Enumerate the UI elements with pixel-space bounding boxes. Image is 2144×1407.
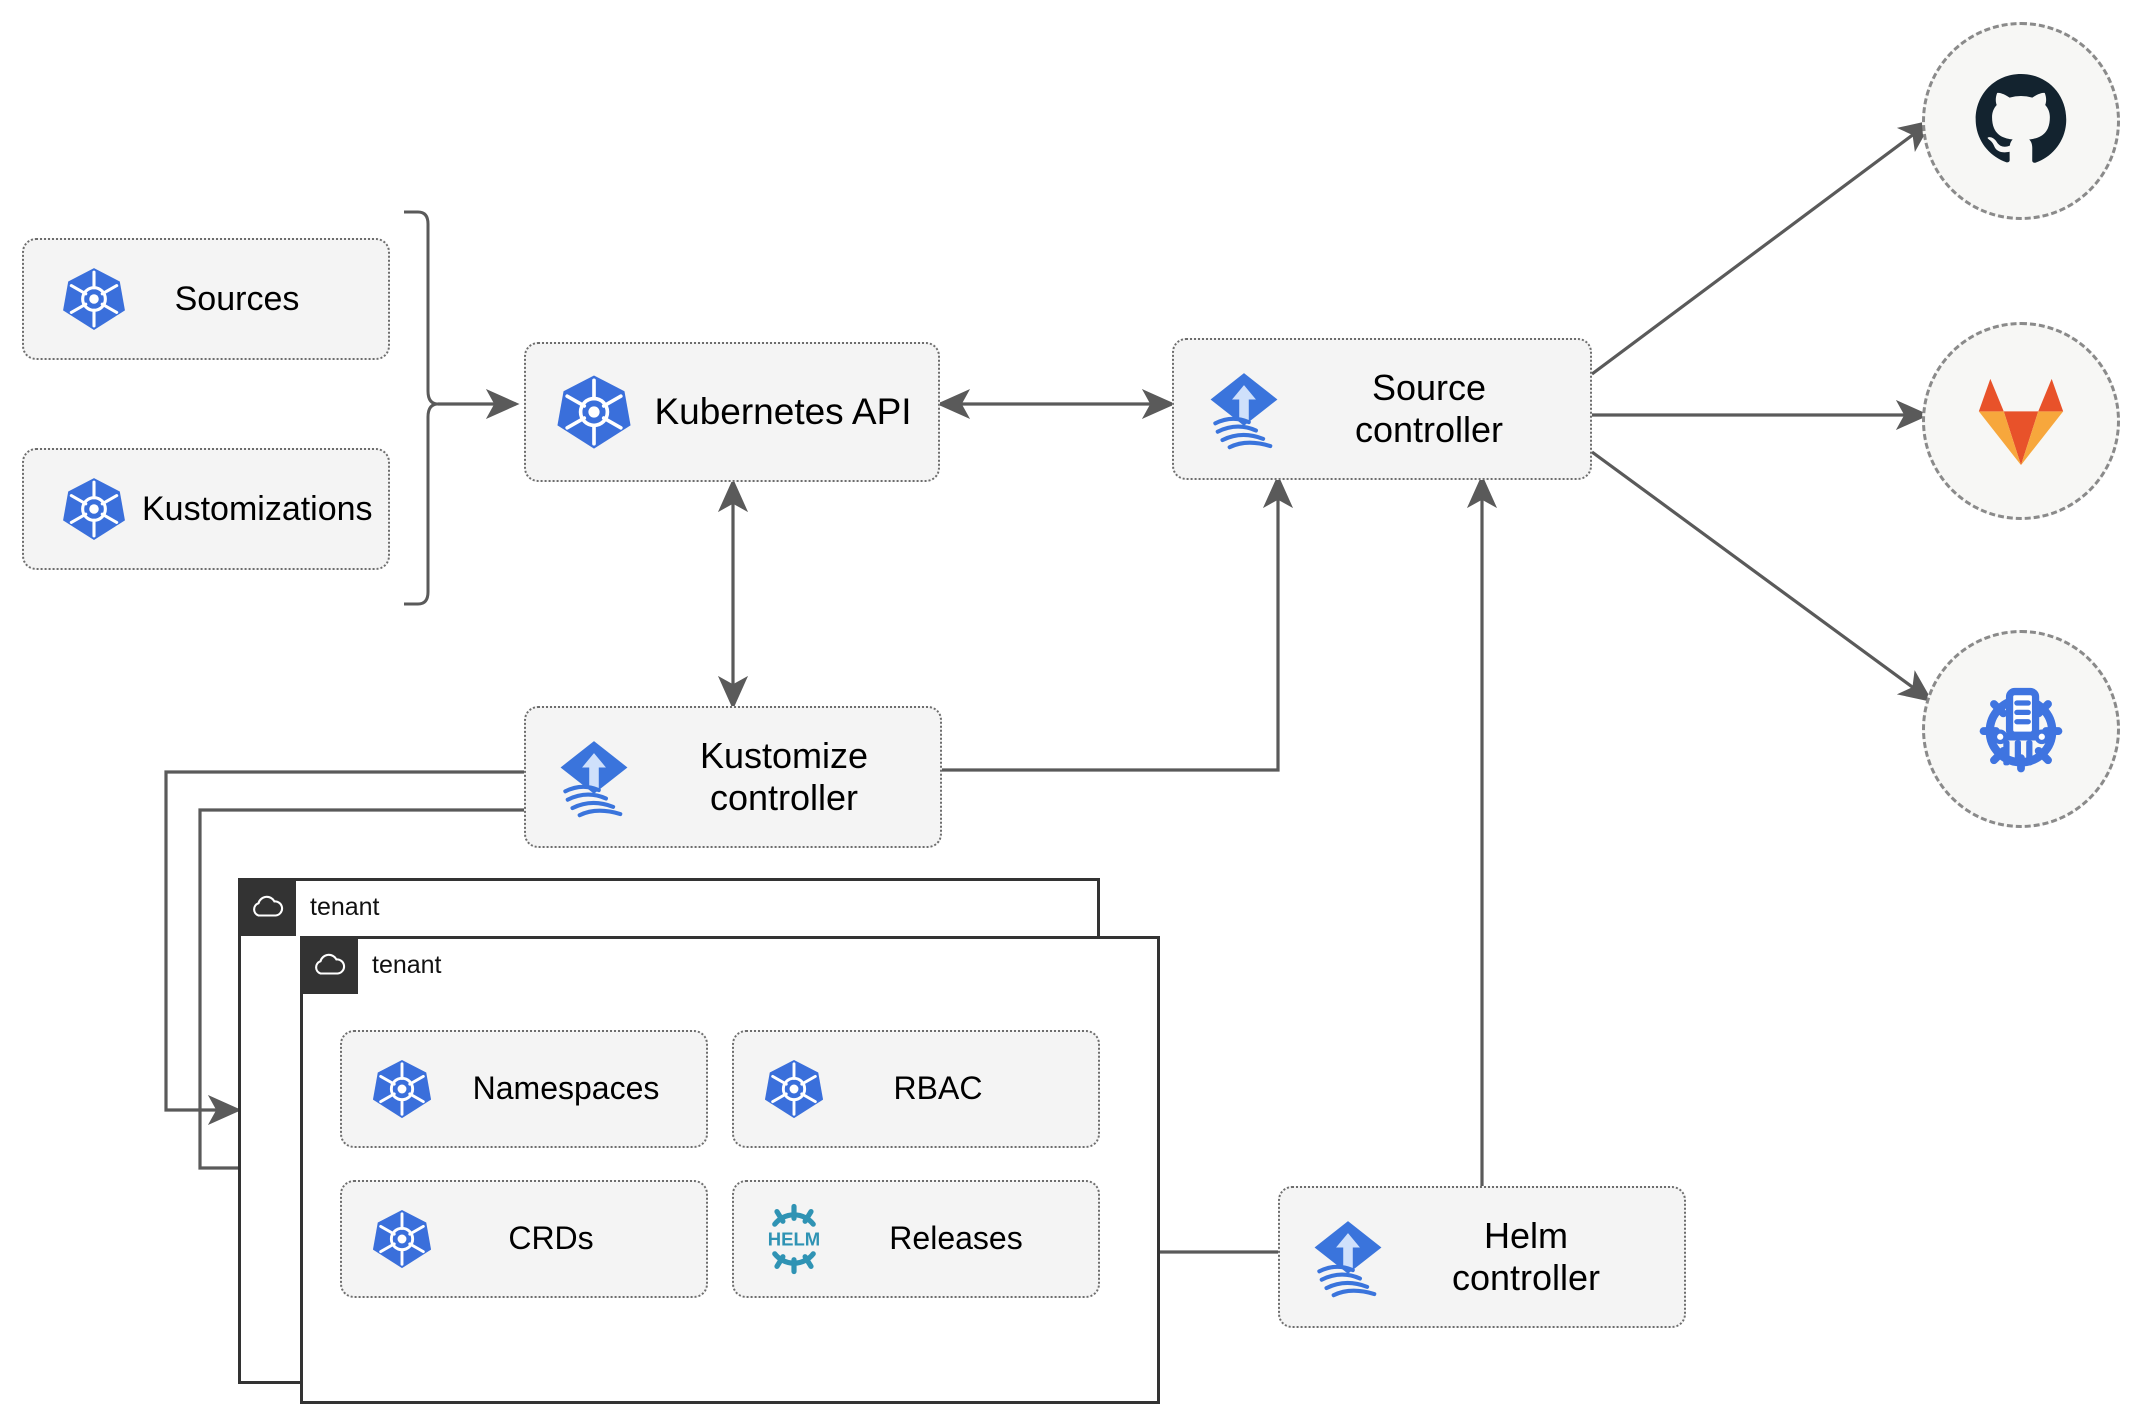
gitlab-icon — [1973, 375, 2069, 467]
tenant-inner-header: tenant — [300, 936, 442, 994]
tenant-inner-label: tenant — [372, 950, 442, 979]
kubernetes-icon — [748, 1058, 840, 1120]
edge-source-controller-github — [1591, 119, 1933, 376]
cloud-icon — [238, 878, 296, 936]
edge-bracket-custom-resources — [404, 210, 439, 606]
flux-icon — [1186, 366, 1302, 452]
custom-resource-label: Kustomizations — [142, 489, 373, 528]
provider-gitlab[interactable] — [1922, 322, 2120, 520]
tenant-resource-crds[interactable]: CRDs — [340, 1180, 708, 1298]
tenant-resource-label: Releases — [889, 1220, 1023, 1257]
tenant-outer-header: tenant — [238, 878, 380, 936]
cloud-icon — [300, 936, 358, 994]
tenant-resource-label: RBAC — [893, 1070, 983, 1107]
kubernetes-icon — [356, 1058, 448, 1120]
helm-icon: HELM — [748, 1202, 840, 1276]
svg-text:HELM: HELM — [768, 1229, 820, 1250]
edge-kustomize-controller-source-controller — [936, 474, 1294, 772]
tenant-inner[interactable]: tenant — [300, 936, 1160, 1404]
provider-helm-repository[interactable] — [1922, 630, 2120, 828]
provider-github[interactable] — [1922, 22, 2120, 220]
tenant-outer-label: tenant — [310, 892, 380, 921]
custom-resource-kustomizations[interactable]: Kustomizations — [22, 448, 390, 570]
kustomize-controller-label: Kustomize controller — [699, 734, 869, 818]
tenant-resource-label: Namespaces — [472, 1070, 660, 1107]
github-icon — [1972, 72, 2070, 170]
kubernetes-icon — [46, 266, 142, 332]
kubernetes-api-label: Kubernetes API — [654, 391, 912, 433]
kubernetes-icon — [542, 373, 646, 451]
kustomize-controller-node[interactable]: Kustomize controller — [524, 706, 942, 848]
helm-controller-node[interactable]: Helm controller — [1278, 1186, 1686, 1328]
source-controller-label: Source controller — [1354, 366, 1504, 450]
custom-resource-sources[interactable]: Sources — [22, 238, 390, 360]
kubernetes-api-node[interactable]: Kubernetes API — [524, 342, 940, 482]
flux-icon — [538, 734, 650, 820]
flux-icon — [1292, 1214, 1404, 1300]
custom-resource-label: Sources — [174, 279, 300, 318]
helm-controller-label: Helm controller — [1451, 1214, 1601, 1298]
tenant-resource-namespaces[interactable]: Namespaces — [340, 1030, 708, 1148]
source-controller-node[interactable]: Source controller — [1172, 338, 1592, 480]
helm-repository-icon — [1969, 677, 2073, 781]
kubernetes-icon — [46, 476, 142, 542]
tenant-resource-rbac[interactable]: RBAC — [732, 1030, 1100, 1148]
tenant-resource-releases[interactable]: HELM Releases — [732, 1180, 1100, 1298]
kubernetes-icon — [356, 1208, 448, 1270]
tenant-resource-label: CRDs — [508, 1220, 594, 1257]
edge-source-controller-helm-repository — [1591, 450, 1933, 703]
